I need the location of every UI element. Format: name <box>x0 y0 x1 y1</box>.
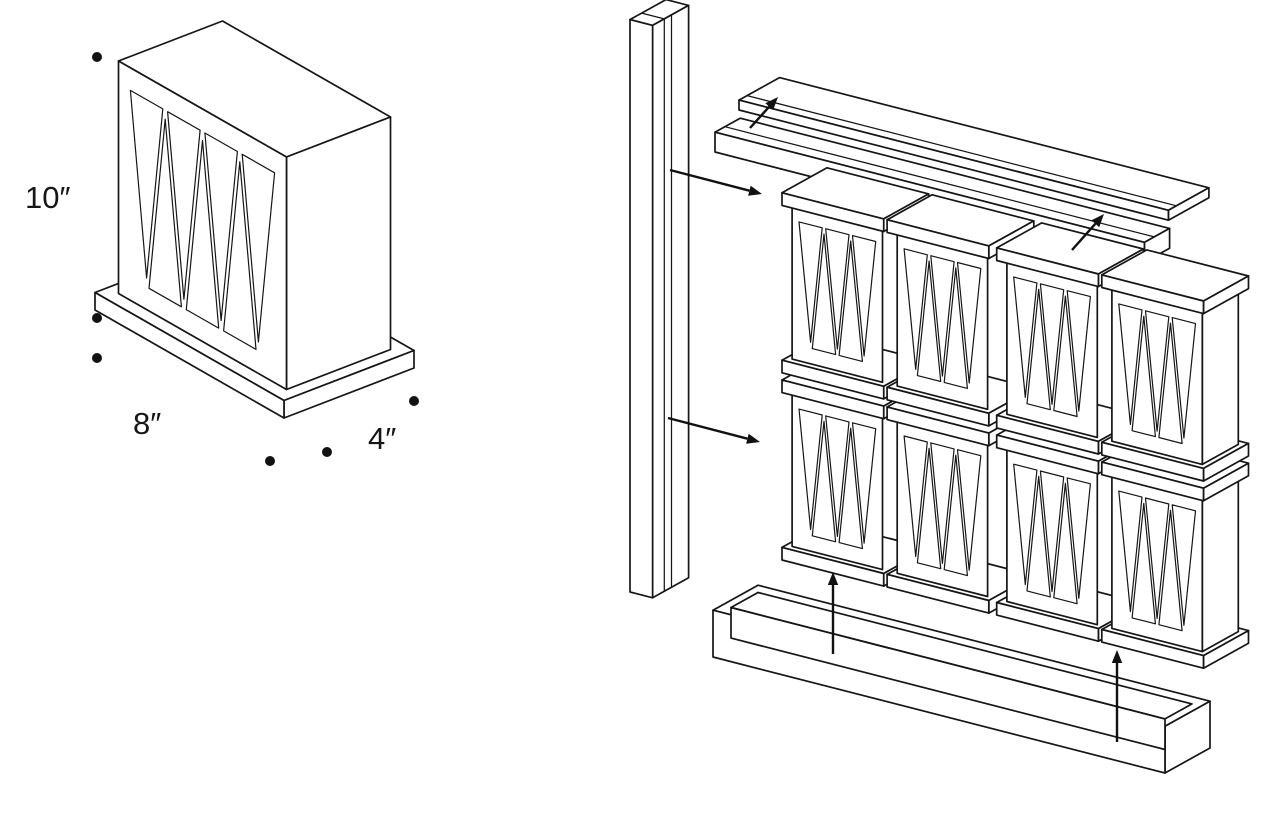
assembly-direction-arrows <box>667 97 1123 742</box>
single-block-figure <box>94 20 415 419</box>
exploded-assembly-figure <box>629 0 1250 774</box>
dimension-dot-markers <box>92 52 419 466</box>
height-dimension-label: 10″ <box>25 180 70 215</box>
width-dimension-label: 8″ <box>133 406 161 441</box>
depth-dimension-label: 4″ <box>368 421 396 456</box>
